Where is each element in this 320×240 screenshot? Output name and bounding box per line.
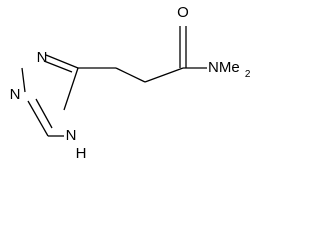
bond-n1-c3 (45, 54, 79, 69)
bond-ch2-c (115, 67, 146, 83)
chemical-structure-diagram: N N N H O NMe 2 (10, 4, 251, 162)
atom-n1-label: N (37, 49, 48, 66)
atom-nh-n-label: N (66, 127, 77, 144)
atom-o-label: O (177, 4, 189, 21)
bond-n2-c5 (27, 100, 49, 137)
atom-nh-h-label: H (76, 145, 87, 162)
bond-ch2-c-2 (144, 67, 184, 83)
bond-n1-c3-double (43, 60, 73, 73)
bond-n1-n2 (21, 67, 26, 93)
atom-n2-label: N (10, 86, 21, 103)
bond-c3-c4 (63, 67, 79, 111)
atom-nme2-label: NMe 2 (208, 59, 251, 80)
atom-nme-text: NMe (208, 59, 240, 76)
bond-n2-c5-double (35, 98, 53, 129)
atom-nme-subscript: 2 (245, 69, 251, 80)
